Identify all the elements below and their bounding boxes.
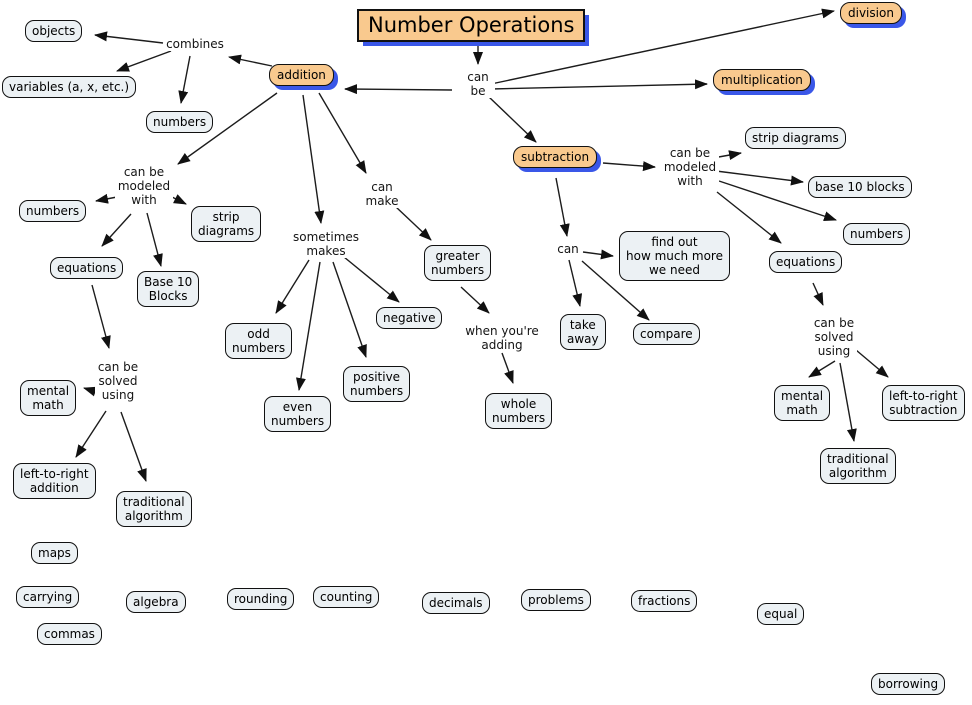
edge <box>91 284 111 349</box>
edge <box>488 96 537 143</box>
node-strip-diagrams-right[interactable]: strip diagrams <box>745 127 846 150</box>
edge <box>302 94 325 224</box>
edge <box>120 411 147 482</box>
edge <box>344 84 453 95</box>
node-mental-math-right[interactable]: mental math <box>774 385 831 422</box>
node-maps[interactable]: maps <box>31 542 78 565</box>
node-odd-numbers[interactable]: odd numbers <box>225 323 293 360</box>
node-numbers-right[interactable]: numbers <box>843 223 911 246</box>
edge <box>582 249 614 260</box>
node-borrowing[interactable]: borrowing <box>871 673 946 696</box>
node-equations-left[interactable]: equations <box>50 257 124 280</box>
node-left-to-right-subtraction[interactable]: left-to-right subtraction <box>882 385 965 422</box>
link-label-can-sub[interactable]: can <box>554 242 582 257</box>
node-left-to-right-addition[interactable]: left-to-right addition <box>13 463 96 500</box>
node-counting[interactable]: counting <box>313 586 380 609</box>
node-negative[interactable]: negative <box>376 307 443 330</box>
node-multiplication[interactable]: multiplication <box>713 69 811 92</box>
edge <box>718 180 837 221</box>
node-even-numbers[interactable]: even numbers <box>264 396 332 433</box>
node-problems[interactable]: problems <box>521 589 591 612</box>
link-label-combines[interactable]: combines <box>164 37 226 52</box>
edge <box>716 191 782 244</box>
edge <box>95 193 118 204</box>
edge <box>490 79 708 90</box>
link-label-can-be-solved-using-left[interactable]: can be solved using <box>95 360 141 403</box>
node-algebra[interactable]: algebra <box>126 591 186 614</box>
node-rounding[interactable]: rounding <box>227 588 295 611</box>
node-mental-math-left[interactable]: mental math <box>20 380 77 417</box>
edge <box>318 92 367 174</box>
node-compare[interactable]: compare <box>633 323 700 346</box>
edge <box>343 256 400 303</box>
edge <box>332 261 367 358</box>
node-find-out[interactable]: find out how much more we need <box>619 231 730 282</box>
edge <box>602 161 656 172</box>
edge <box>490 8 835 85</box>
node-numbers-top[interactable]: numbers <box>146 111 214 134</box>
node-base10-left[interactable]: Base 10 Blocks <box>137 271 200 308</box>
edge <box>177 92 278 165</box>
node-equal[interactable]: equal <box>757 603 805 626</box>
node-positive-numbers[interactable]: positive numbers <box>343 366 411 403</box>
edge <box>812 282 824 306</box>
link-label-can-make[interactable]: can make <box>363 180 401 209</box>
edge <box>395 206 432 241</box>
edge <box>228 54 273 67</box>
edge <box>555 177 570 237</box>
node-division[interactable]: division <box>840 2 902 25</box>
edge <box>101 213 132 247</box>
node-greater-numbers[interactable]: greater numbers <box>424 245 492 282</box>
map-title[interactable]: Number Operations <box>357 9 586 42</box>
edge <box>808 360 836 378</box>
node-equations-right[interactable]: equations <box>769 251 843 274</box>
link-label-can-be-solved-using-right[interactable]: can be solved using <box>811 316 857 359</box>
link-label-can-be-top[interactable]: can be <box>461 70 495 99</box>
node-variables[interactable]: variables (a, x, etc.) <box>2 76 137 99</box>
edge <box>839 362 857 442</box>
node-subtraction[interactable]: subtraction <box>513 146 598 169</box>
link-label-can-be-modeled-with-right[interactable]: can be modeled with <box>661 146 719 189</box>
link-label-when-youre-adding[interactable]: when you're adding <box>463 324 541 353</box>
edge <box>568 259 583 307</box>
edge <box>581 260 650 321</box>
node-objects[interactable]: objects <box>25 20 83 43</box>
node-base10-right[interactable]: base 10 blocks <box>808 176 912 199</box>
edge <box>855 349 889 378</box>
node-traditional-algorithm-left[interactable]: traditional algorithm <box>116 491 192 528</box>
node-traditional-algorithm-right[interactable]: traditional algorithm <box>820 448 896 485</box>
edge <box>178 55 191 104</box>
node-numbers-left[interactable]: numbers <box>19 200 87 223</box>
edge <box>116 50 172 72</box>
node-carrying[interactable]: carrying <box>16 586 80 609</box>
edge <box>94 31 164 44</box>
edge <box>460 286 490 314</box>
node-commas[interactable]: commas <box>37 623 102 646</box>
edge <box>75 410 107 458</box>
node-take-away[interactable]: take away <box>560 314 606 351</box>
link-label-can-be-modeled-with-left[interactable]: can be modeled with <box>115 165 173 208</box>
node-addition[interactable]: addition <box>269 64 334 87</box>
node-decimals[interactable]: decimals <box>422 592 490 615</box>
node-fractions[interactable]: fractions <box>631 590 698 613</box>
edge <box>146 212 163 267</box>
link-label-sometimes-makes[interactable]: sometimes makes <box>291 230 361 259</box>
node-strip-diagrams-left[interactable]: strip diagrams <box>191 206 262 243</box>
edge <box>715 170 804 186</box>
node-whole-numbers[interactable]: whole numbers <box>485 393 553 430</box>
edge <box>501 352 514 384</box>
edge <box>275 259 310 314</box>
edge <box>296 261 321 391</box>
